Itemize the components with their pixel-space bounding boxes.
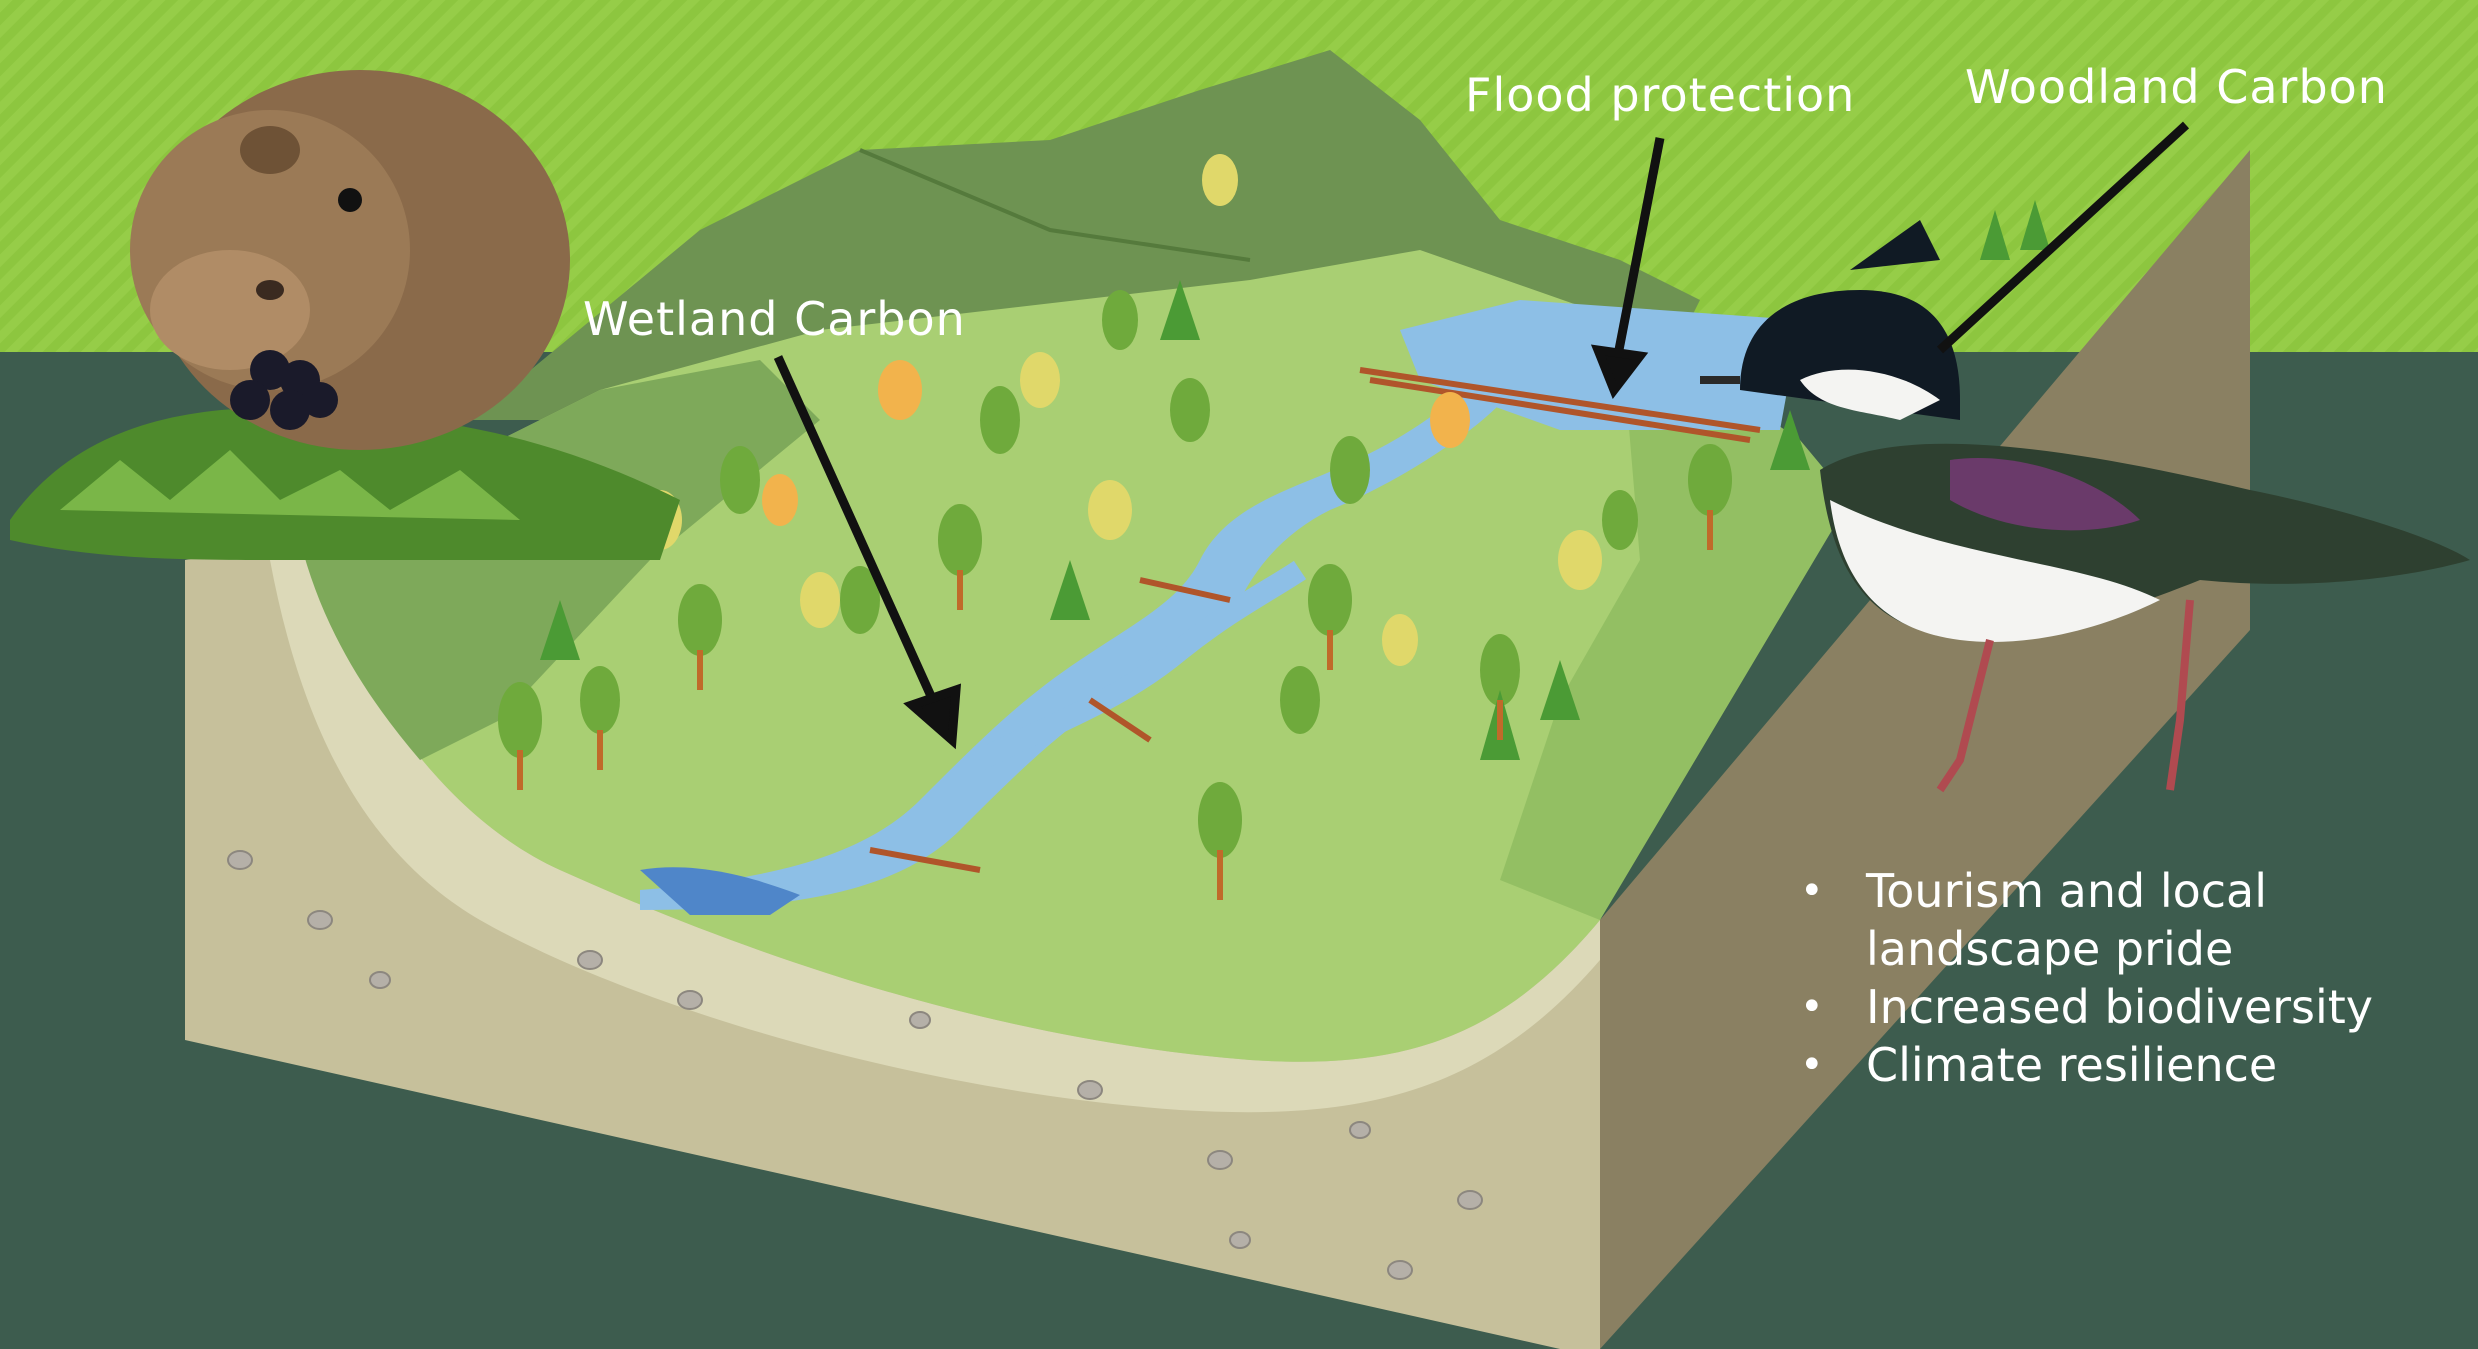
right-slope <box>1500 320 1850 920</box>
benefit-item: Climate resilience <box>1800 1036 2420 1094</box>
beaver-dam-icon <box>869 367 1761 873</box>
lower-pond <box>640 867 800 915</box>
benefits-list: Tourism and local landscape pride Increa… <box>1800 862 2420 1094</box>
lapwing-photo <box>1700 220 2470 793</box>
wetland-carbon-arrow <box>773 355 940 707</box>
tree-icon <box>498 154 2050 900</box>
river <box>640 330 1560 910</box>
woodland-carbon-arrow <box>1936 121 2190 354</box>
right-cliff <box>1600 150 2250 1349</box>
benefit-item: Increased biodiversity <box>1800 978 2420 1036</box>
flood-protection-arrow <box>1613 137 1665 356</box>
wetland-carbon-label: Wetland Carbon <box>583 292 966 346</box>
water-vole-photo <box>10 70 680 560</box>
benefit-item: Tourism and local landscape pride <box>1800 862 2420 978</box>
river-braid <box>975 560 1307 770</box>
arrows <box>773 121 2190 750</box>
flood-protection-label: Flood protection <box>1465 68 1856 122</box>
clay-layer <box>270 540 1600 1113</box>
hill-ridge <box>859 148 1251 262</box>
woodland-carbon-label: Woodland Carbon <box>1965 60 2388 114</box>
